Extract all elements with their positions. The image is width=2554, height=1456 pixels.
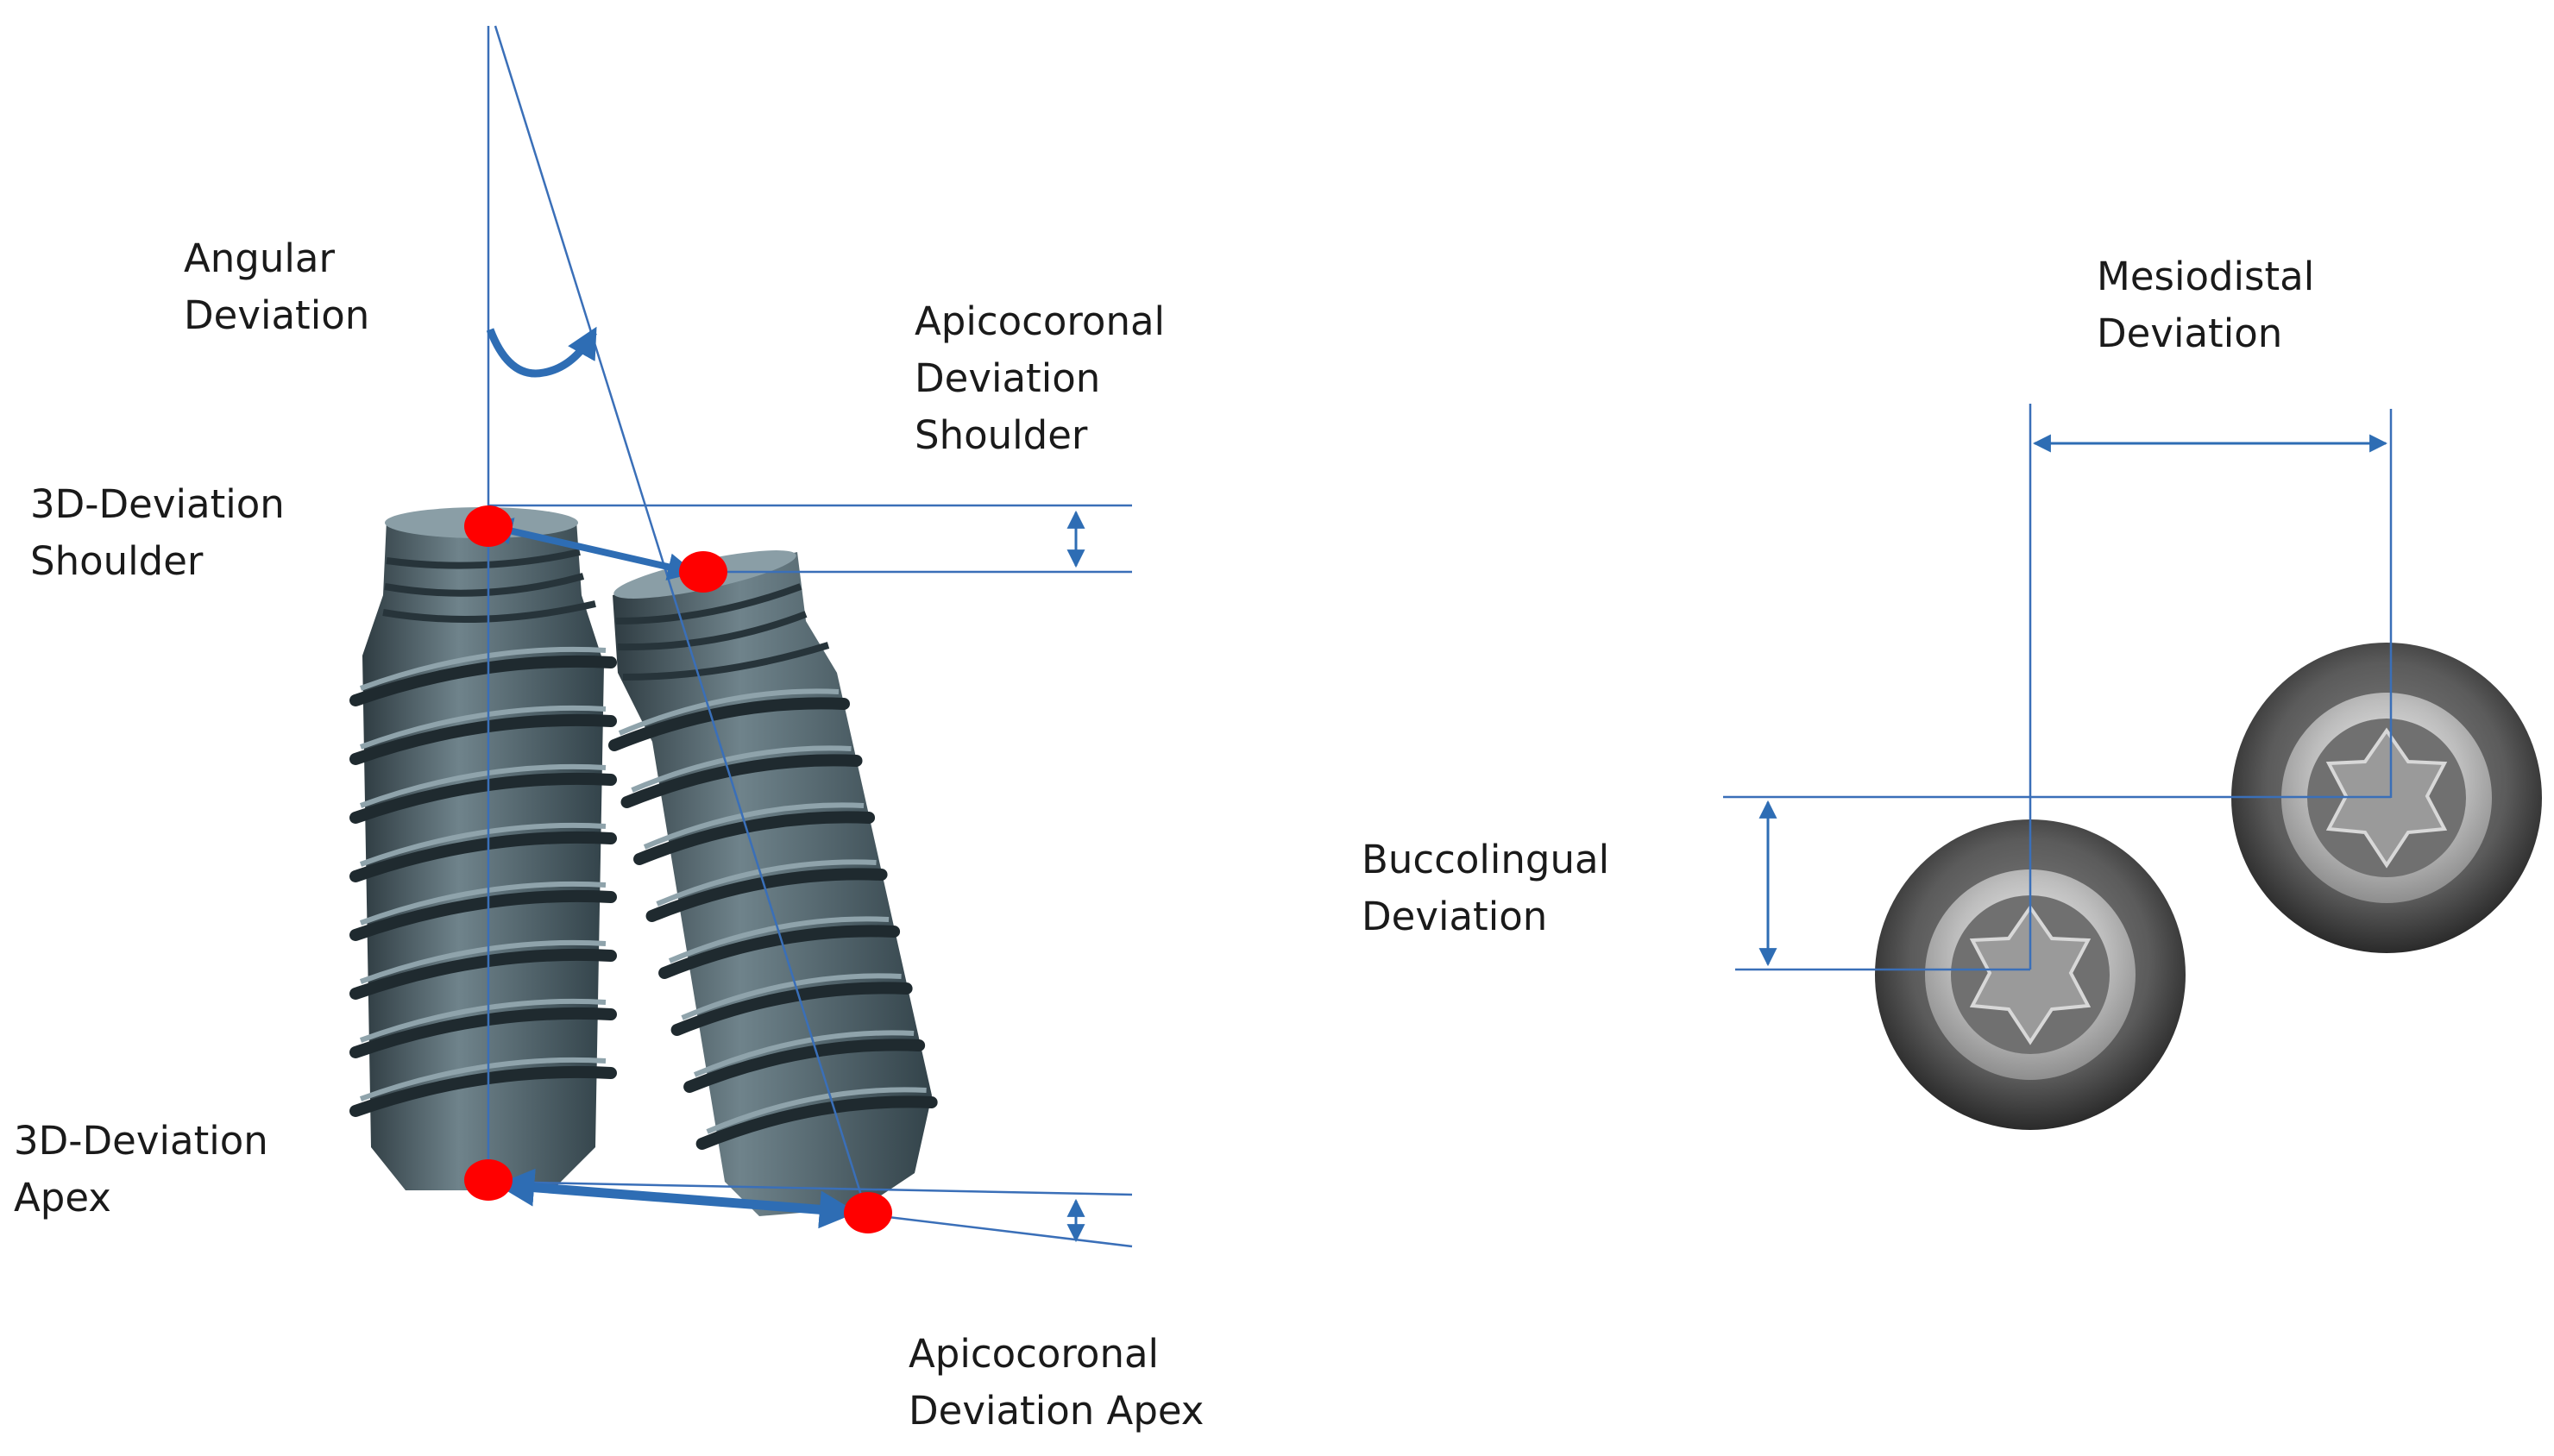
screw-thread-highlight xyxy=(668,916,890,963)
screw-thread xyxy=(349,831,617,882)
screw-thread xyxy=(683,1039,926,1093)
screw-thread xyxy=(658,925,901,979)
screw-thread-highlight xyxy=(359,881,607,926)
deviation-3d-shoulder-arrow xyxy=(484,518,696,581)
screw-thread xyxy=(349,1065,617,1117)
screw-thread xyxy=(349,889,617,941)
measure-point-icon xyxy=(464,1159,513,1201)
screw-thread-highlight xyxy=(631,745,852,793)
screw-thread xyxy=(620,754,863,808)
screw-thread-highlight xyxy=(706,1087,927,1134)
measure-point-icon xyxy=(679,551,727,593)
screw-thread xyxy=(633,811,876,865)
measure-point-icon xyxy=(464,505,513,547)
screw-thread xyxy=(608,697,850,751)
screw-thread xyxy=(349,713,617,765)
implant-screw-icon xyxy=(608,550,938,1216)
screw-thread-highlight xyxy=(359,998,607,1043)
screw-thread-highlight xyxy=(359,763,607,808)
deviation-3d-apex-arrow xyxy=(496,1168,858,1229)
implant-cap-icon xyxy=(1875,819,2186,1130)
screw-thread-highlight xyxy=(359,939,607,984)
screw-thread xyxy=(645,868,888,922)
screw-thread xyxy=(670,982,913,1036)
right-guide-lines xyxy=(1723,404,2393,971)
screw-thread-highlight xyxy=(618,688,840,736)
screw-thread-highlight xyxy=(359,822,607,867)
angle-arc-icon xyxy=(486,326,597,378)
screw-thread xyxy=(349,655,617,706)
screw-thread-highlight xyxy=(693,1030,915,1077)
screw-thread-highlight xyxy=(681,973,902,1020)
measure-point-icon xyxy=(844,1192,892,1233)
screw-thread xyxy=(349,1007,617,1058)
screw-thread-highlight xyxy=(656,859,877,907)
screw-thread-highlight xyxy=(359,705,607,750)
screw-thread xyxy=(349,948,617,1000)
screw-thread-highlight xyxy=(359,646,607,691)
screw-thread xyxy=(349,772,617,824)
screw-thread-highlight xyxy=(643,802,865,850)
screw-thread xyxy=(695,1095,938,1150)
implant-screw-icon xyxy=(349,507,617,1190)
screw-thread-highlight xyxy=(359,1057,607,1101)
